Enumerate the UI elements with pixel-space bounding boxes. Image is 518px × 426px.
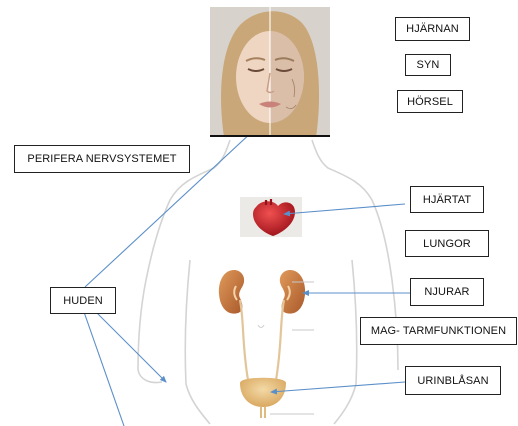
label-hjarnan: HJÄRNAN xyxy=(395,17,470,41)
arrow-to-thigh xyxy=(84,312,124,426)
arrow-to-bladder xyxy=(271,382,405,392)
label-urinblasan: URINBLÅSAN xyxy=(405,366,501,395)
label-njurar: NJURAR xyxy=(410,278,484,306)
label-hjartat: HJÄRTAT xyxy=(410,186,484,213)
label-syn: SYN xyxy=(405,54,451,76)
face-photo xyxy=(210,7,330,137)
label-perifera-nervsystemet: PERIFERA NERVSYSTEMET xyxy=(14,145,190,173)
label-lungor: LUNGOR xyxy=(405,230,489,257)
bladder-icon xyxy=(240,378,286,418)
face-baseline xyxy=(210,135,330,137)
label-huden: HUDEN xyxy=(50,287,116,314)
kidneys-icon xyxy=(219,270,305,314)
navel xyxy=(258,325,264,328)
label-mag-tarmfunktionen: MAG- TARMFUNKTIONEN xyxy=(360,317,517,345)
arrow-to-heart xyxy=(284,204,405,214)
ureters xyxy=(240,300,284,380)
label-horsel: HÖRSEL xyxy=(397,90,463,113)
arrow-to-hand xyxy=(96,312,166,382)
